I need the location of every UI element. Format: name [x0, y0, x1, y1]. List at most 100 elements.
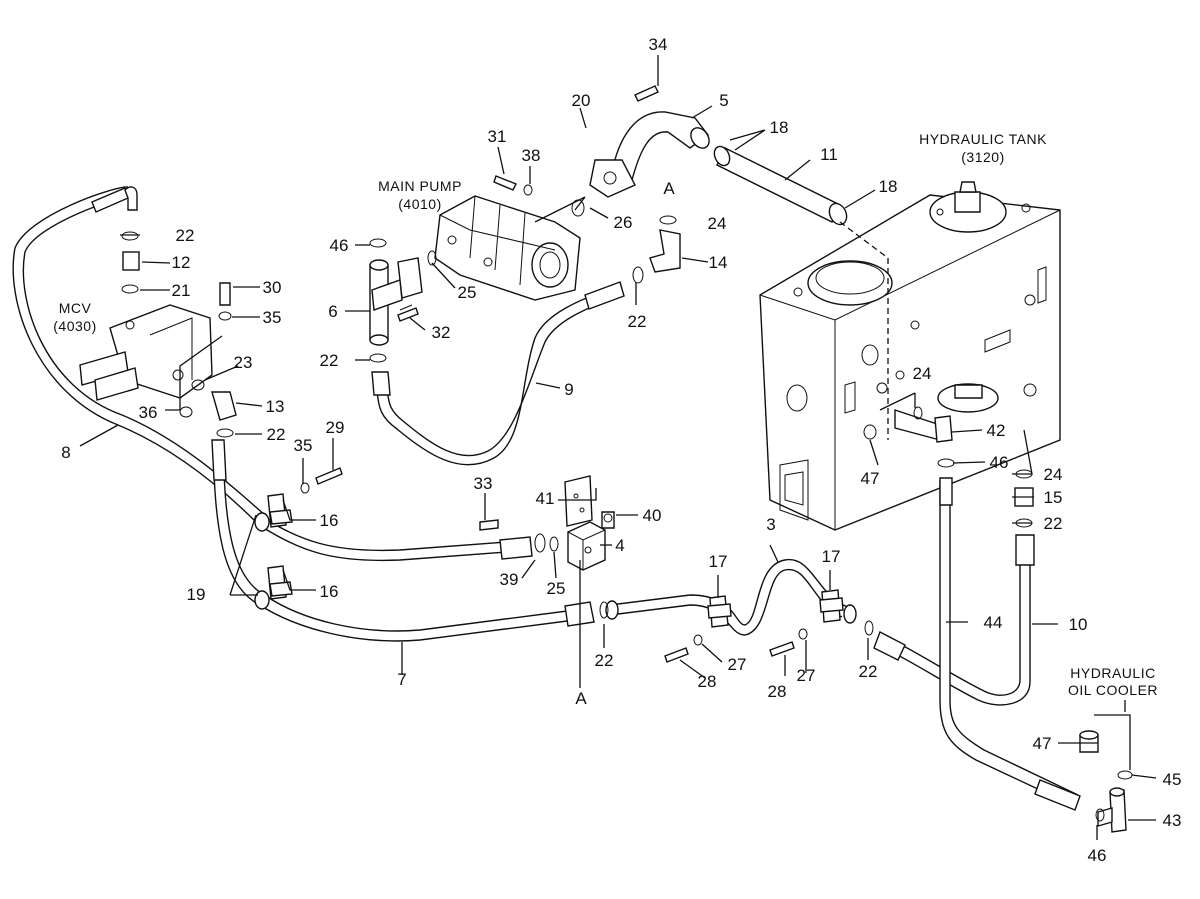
callout-4: 4	[615, 536, 624, 555]
callout-8: 8	[61, 443, 70, 462]
main-pump	[434, 195, 581, 301]
callout-35-lower: 35	[294, 436, 313, 455]
o-rings	[121, 184, 1133, 822]
callout-23: 23	[234, 353, 253, 372]
callout-7: 7	[397, 670, 406, 689]
callout-35-upper: 35	[263, 308, 282, 327]
callout-29: 29	[326, 418, 345, 437]
callout-16-upper: 16	[320, 511, 339, 530]
bolt-31	[493, 175, 517, 191]
callout-45: 45	[1163, 770, 1182, 789]
callout-22-bottom-left: 22	[595, 651, 614, 670]
bolt-29	[315, 467, 343, 485]
callout-3: 3	[766, 515, 775, 534]
callout-27-right: 27	[797, 666, 816, 685]
callout-A-upper: A	[663, 179, 675, 198]
bolt-28b	[769, 641, 795, 657]
pipe-3	[605, 559, 857, 636]
main-pump-label: MAIN PUMP	[378, 178, 462, 194]
bolt-28a	[664, 647, 689, 663]
oil-cooler-fitting-43	[1097, 787, 1127, 833]
clamp-16-lower	[267, 565, 293, 600]
callout-22-right: 22	[1044, 514, 1063, 533]
oil-cooler-label-2: OIL COOLER	[1068, 682, 1158, 698]
bolt-34	[634, 85, 659, 102]
callout-15: 15	[1044, 488, 1063, 507]
callout-36: 36	[139, 403, 158, 422]
hose-9	[371, 281, 625, 466]
hose-8	[12, 186, 267, 525]
bolt-40	[601, 511, 615, 529]
callout-19: 19	[187, 585, 206, 604]
callout-25-pump: 25	[458, 283, 477, 302]
clamp-17-left	[707, 595, 732, 628]
callout-47-tank: 47	[861, 469, 880, 488]
oil-cooler-label-1: HYDRAULIC	[1070, 665, 1155, 681]
callout-17-left: 17	[709, 552, 728, 571]
fitting-12	[122, 251, 140, 271]
callout-43: 43	[1163, 811, 1182, 830]
callout-40: 40	[643, 506, 662, 525]
bolt-32	[397, 307, 419, 322]
component-labels: MAIN PUMP (4010) MCV (4030) HYDRAULIC TA…	[53, 131, 1158, 698]
callout-20: 20	[572, 91, 591, 110]
callout-12: 12	[172, 253, 191, 272]
clamp-17-right	[819, 589, 844, 623]
callout-22-pump: 22	[628, 312, 647, 331]
hydraulic-tank-code: (3120)	[961, 149, 1004, 165]
callout-28-right: 28	[768, 682, 787, 701]
callout-22-mcv: 22	[267, 425, 286, 444]
callout-16-lower: 16	[320, 582, 339, 601]
callout-41: 41	[536, 489, 555, 508]
callout-11: 11	[820, 145, 838, 164]
hose-10	[873, 534, 1035, 706]
bolt-30	[219, 282, 231, 306]
hose-44	[939, 477, 1081, 811]
callout-24-right: 24	[1044, 465, 1063, 484]
callout-9: 9	[564, 380, 573, 399]
block-4	[567, 521, 606, 571]
callout-28-left: 28	[698, 672, 717, 691]
hydraulic-tank-label: HYDRAULIC TANK	[919, 131, 1047, 147]
callout-6: 6	[328, 302, 337, 321]
callout-25-block: 25	[547, 579, 566, 598]
tee-fitting-6	[369, 257, 423, 346]
callout-38: 38	[522, 146, 541, 165]
callout-10: 10	[1069, 615, 1088, 634]
callout-5: 5	[719, 91, 728, 110]
callout-21: 21	[172, 281, 191, 300]
callout-31: 31	[488, 127, 507, 146]
callout-22-top: 22	[176, 226, 195, 245]
hose-7	[211, 439, 595, 642]
main-pump-code: (4010)	[398, 196, 441, 212]
callout-24-upper: 24	[708, 214, 727, 233]
callout-42: 42	[987, 421, 1006, 440]
callout-18-lower: 18	[879, 177, 898, 196]
part-callouts: 34 20 5 31 38 18 11 18 26 A 24 22 12 21 …	[61, 35, 1181, 865]
callout-22-bottom-right: 22	[859, 662, 878, 681]
callout-26: 26	[614, 213, 633, 232]
callout-46-pump: 46	[330, 236, 349, 255]
hydraulic-tank	[759, 181, 1061, 531]
callout-18-upper: 18	[770, 118, 789, 137]
callout-33: 33	[474, 474, 493, 493]
callout-A-lower: A	[575, 689, 587, 708]
hose-16-upper	[254, 512, 533, 562]
callout-39: 39	[500, 570, 519, 589]
callout-27-left: 27	[728, 655, 747, 674]
elbow-14	[649, 229, 681, 273]
callout-46-tank: 46	[990, 453, 1009, 472]
suction-pipe-11	[713, 145, 889, 440]
elbow-42	[934, 415, 953, 443]
mcv-label: MCV	[59, 300, 92, 316]
bolt-33	[479, 519, 499, 531]
clamp-16-upper	[267, 493, 293, 528]
leader-lines	[79, 55, 1157, 840]
callout-17-right: 17	[822, 547, 841, 566]
callout-22-tee: 22	[320, 351, 339, 370]
callout-34: 34	[649, 35, 668, 54]
mcv-code: (4030)	[53, 318, 96, 334]
callout-47-cooler: 47	[1033, 734, 1052, 753]
mcv-valve	[79, 304, 213, 401]
